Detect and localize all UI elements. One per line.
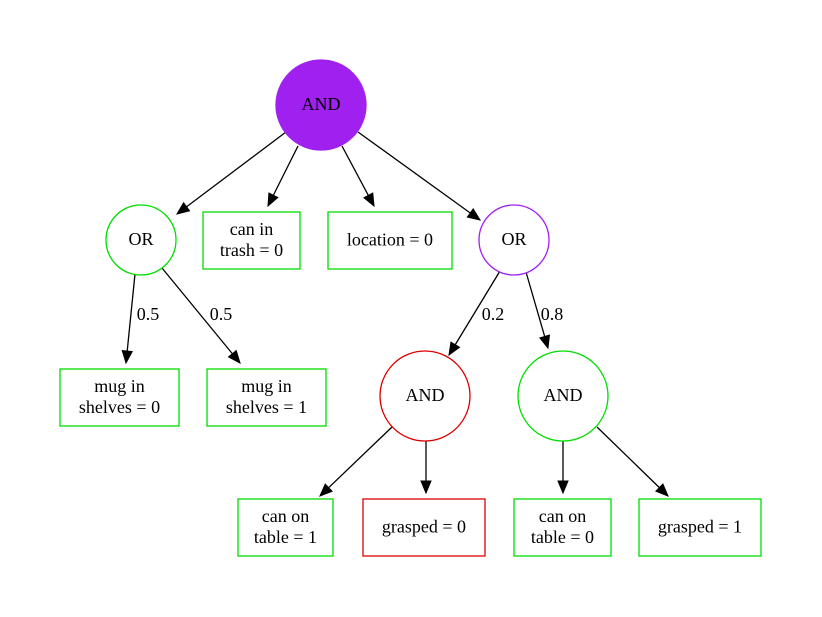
node-label-line: mug in (94, 376, 145, 396)
edge-line (186, 131, 287, 208)
node-grasped-1: grasped = 1 (638, 498, 762, 557)
node-shape (59, 368, 180, 427)
arrowhead (319, 483, 334, 497)
node-label-line: table = 0 (531, 527, 594, 547)
edge-line (328, 426, 393, 489)
node-label-line: grasped = 0 (382, 517, 466, 537)
node-or-left: OR (105, 204, 177, 276)
node-label-line: can on (262, 506, 309, 526)
node-shape (638, 498, 762, 557)
node-label-line: shelves = 0 (79, 397, 160, 417)
node-shape (362, 498, 486, 557)
edge-root-to-location (341, 145, 375, 208)
node-and-red: AND (379, 350, 471, 442)
node-label-line: table = 1 (254, 527, 317, 547)
edge-line (126, 273, 136, 352)
arrowhead (539, 334, 551, 350)
arrowhead (466, 208, 482, 221)
edge-and_green-to-grasped_1 (596, 426, 669, 497)
node-shape (327, 211, 453, 270)
node-shape (513, 498, 612, 557)
arrowhead (557, 480, 569, 495)
edge-and_red-to-grasped_0 (420, 441, 432, 495)
node-label-line: can on (539, 506, 586, 526)
node-shape (379, 350, 471, 442)
node-shape (275, 59, 367, 151)
edge-or_right-to-and_red: 0.2 (448, 270, 505, 357)
edge-line (454, 270, 501, 346)
arrowhead (448, 341, 461, 357)
node-and-green: AND (517, 350, 609, 442)
node-label-line: grasped = 1 (658, 517, 742, 537)
node-shape (517, 350, 609, 442)
node-shape (237, 498, 334, 557)
arrowhead (655, 483, 669, 497)
arrowhead (175, 201, 191, 215)
node-label-line: trash = 0 (220, 240, 283, 260)
node-label-line: shelves = 1 (226, 397, 307, 417)
edge-weight-label: 0.2 (482, 304, 505, 324)
edges-layer: 0.5 0.5 0.2 0.8 (121, 131, 669, 497)
node-or-right: OR (478, 204, 550, 276)
edge-root-to-or_right (357, 131, 482, 221)
arrowhead (267, 192, 279, 208)
edge-or_left-to-mug_shelves_1: 0.5 (161, 267, 241, 365)
edge-line (272, 145, 299, 196)
node-label: AND (544, 385, 583, 405)
node-label-line: mug in (241, 376, 292, 396)
edge-or_right-to-and_green: 0.8 (525, 271, 564, 350)
edge-root-to-or_left (175, 131, 287, 215)
node-label: OR (501, 229, 526, 249)
node-label: AND (406, 385, 445, 405)
node-shape (478, 204, 550, 276)
edge-and_green-to-can_table_0 (557, 441, 569, 495)
node-label-line: can in (230, 219, 273, 239)
node-shape (105, 204, 177, 276)
node-label-line: location = 0 (347, 230, 433, 250)
edge-or_left-to-mug_shelves_0: 0.5 (121, 273, 160, 365)
edge-line (525, 271, 546, 337)
arrowhead (420, 480, 432, 495)
edge-root-to-can_trash (267, 145, 299, 208)
edge-line (596, 426, 660, 489)
edge-line (357, 131, 471, 214)
node-shape (206, 368, 327, 427)
edge-line (341, 145, 369, 196)
arrowhead (363, 192, 375, 208)
node-root: AND (275, 59, 367, 151)
node-grasped-0: grasped = 0 (362, 498, 486, 557)
arrowhead (121, 349, 133, 365)
node-label: AND (302, 94, 341, 114)
arrowhead (227, 349, 241, 365)
edge-weight-label: 0.5 (137, 304, 160, 324)
node-location: location = 0 (327, 211, 453, 270)
edge-line (161, 267, 233, 355)
edge-and_red-to-can_table_1 (319, 426, 393, 497)
edge-weight-label: 0.8 (541, 304, 564, 324)
edge-weight-label: 0.5 (210, 304, 233, 324)
node-label: OR (128, 229, 153, 249)
node-shape (202, 211, 301, 270)
